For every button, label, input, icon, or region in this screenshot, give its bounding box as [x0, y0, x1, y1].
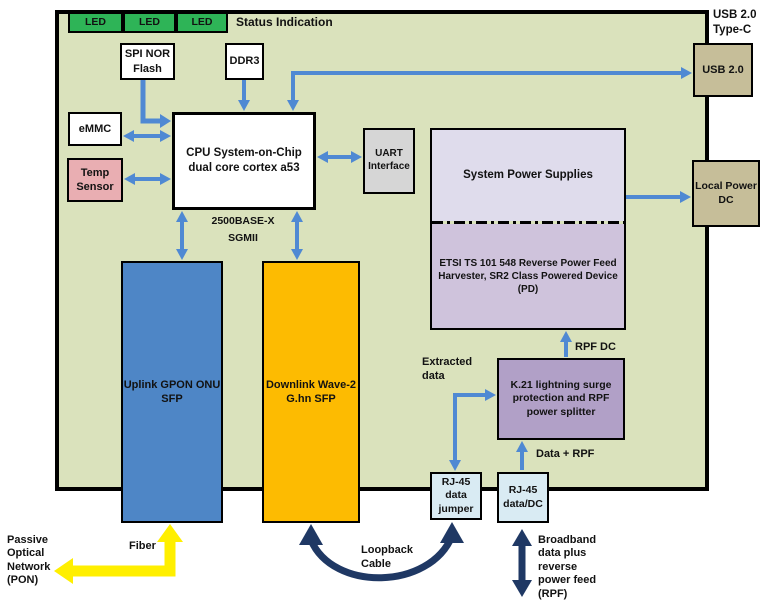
emmc-box: eMMC [68, 112, 122, 146]
extracted-data-label: Extracted data [422, 356, 473, 383]
power-dashdot-divider [432, 221, 624, 224]
broadband-rpf-label: Broadband data plus reverse power feed (… [538, 534, 597, 600]
downlink-ghn-sfp-box: Downlink Wave-2 G.hn SFP [262, 261, 360, 523]
local-power-dc-box: Local Power DC [692, 160, 760, 227]
rj45-data-dc-box: RJ-45 data/DC [497, 472, 549, 523]
system-power-supplies: System Power Supplies [432, 130, 624, 221]
led-indicator-2: LED [123, 12, 176, 33]
fiber-label: Fiber [129, 540, 156, 552]
data-plus-rpf-label: Data + RPF [536, 448, 595, 460]
ddr3-box: DDR3 [225, 43, 264, 80]
usb-port-box: USB 2.0 [693, 43, 753, 97]
led-indicator-3: LED [176, 12, 228, 33]
arrow-fiber-pon [54, 524, 183, 584]
status-indication-label: Status Indication [236, 15, 333, 29]
temp-sensor-box: Temp Sensor [67, 158, 123, 202]
sgmii-label: 2500BASE-X SGMII [211, 215, 275, 245]
rj45-data-jumper-box: RJ-45 data jumper [430, 472, 482, 520]
rpf-dc-label: RPF DC [575, 341, 616, 353]
usb-type-c-label: USB 2.0 Type-C [713, 9, 757, 36]
rpf-harvester: ETSI TS 101 548 Reverse Power Feed Harve… [432, 224, 624, 328]
power-supplies-box: System Power Supplies ETSI TS 101 548 Re… [430, 128, 626, 330]
uart-interface-box: UART Interface [363, 128, 415, 194]
loopback-cable-label: Loopback Cable [361, 544, 413, 571]
spi-nor-flash-box: SPI NOR Flash [120, 43, 175, 80]
uplink-gpon-sfp-box: Uplink GPON ONU SFP [121, 261, 223, 523]
led-indicator-1: LED [68, 12, 123, 33]
pon-label: Passive Optical Network (PON) [7, 534, 51, 587]
k21-surge-protection-box: K.21 lightning surge protection and RPF … [497, 358, 625, 440]
cpu-soc-box: CPU System-on-Chip dual core cortex a53 [172, 112, 316, 210]
arrow-broadband-rpf [512, 529, 532, 597]
